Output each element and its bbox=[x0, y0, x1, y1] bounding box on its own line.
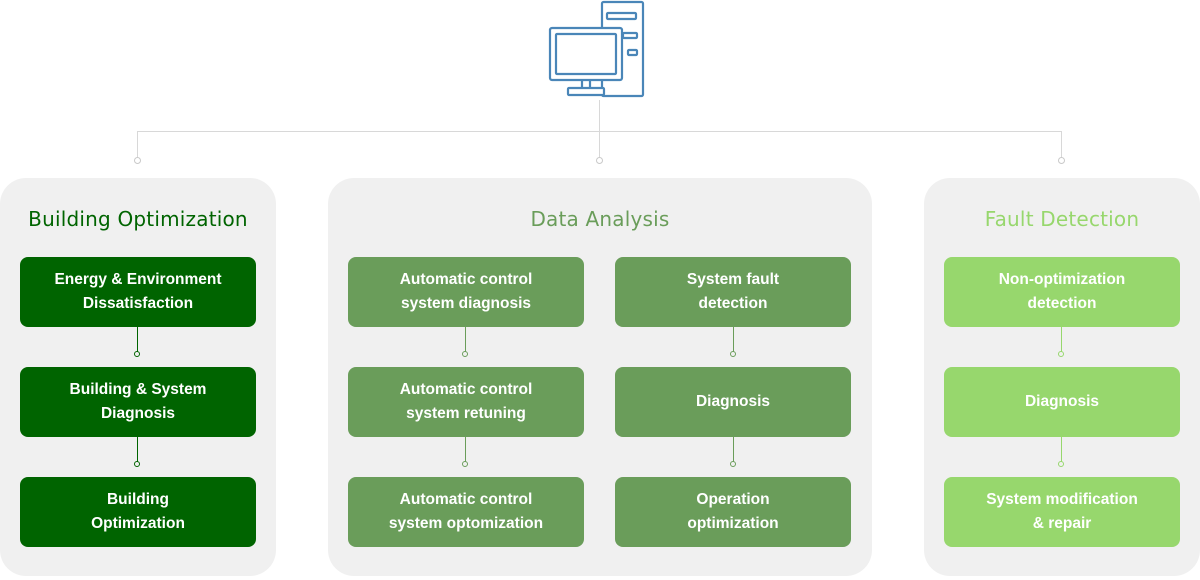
hub-stem bbox=[599, 100, 600, 132]
connector bbox=[733, 327, 734, 353]
step-diagnosis: Diagnosis bbox=[944, 367, 1180, 437]
connector bbox=[465, 327, 466, 353]
fault-detection-title: Fault Detection bbox=[984, 207, 1140, 231]
step-acs-diagnosis: Automatic control system diagnosis bbox=[348, 257, 584, 327]
computer-icon bbox=[548, 0, 645, 98]
step-non-optimization-detection: Non-optimization detection bbox=[944, 257, 1180, 327]
hub-mid-drop bbox=[599, 131, 600, 157]
step-system-fault-detection: System fault detection bbox=[615, 257, 851, 327]
step-operation-optimization: Operation optimization bbox=[615, 477, 851, 547]
data-analysis-title: Data Analysis bbox=[530, 207, 670, 231]
step-building-system-diagnosis: Building & System Diagnosis bbox=[20, 367, 256, 437]
step-energy-environment: Energy & Environment Dissatisfaction bbox=[20, 257, 256, 327]
step-acs-optimization: Automatic control system optomization bbox=[348, 477, 584, 547]
hub-left-drop bbox=[137, 131, 138, 157]
hub-right-drop bbox=[1061, 131, 1062, 157]
connector bbox=[1061, 437, 1062, 463]
connector-dot bbox=[1058, 461, 1064, 467]
connector-dot bbox=[462, 351, 468, 357]
connector-dot bbox=[134, 461, 140, 467]
connector-dot bbox=[462, 461, 468, 467]
step-system-modification-repair: System modification & repair bbox=[944, 477, 1180, 547]
connector bbox=[733, 437, 734, 463]
building-optimization-title: Building Optimization bbox=[28, 207, 248, 231]
connector-dot bbox=[730, 351, 736, 357]
connector bbox=[465, 437, 466, 463]
hub-dot-right bbox=[1058, 157, 1065, 164]
connector bbox=[137, 437, 138, 463]
hub-dot-mid bbox=[596, 157, 603, 164]
step-acs-retuning: Automatic control system retuning bbox=[348, 367, 584, 437]
hub-dot-left bbox=[134, 157, 141, 164]
connector-dot bbox=[730, 461, 736, 467]
connector-dot bbox=[1058, 351, 1064, 357]
step-diagnosis: Diagnosis bbox=[615, 367, 851, 437]
step-building-optimization: Building Optimization bbox=[20, 477, 256, 547]
connector-dot bbox=[134, 351, 140, 357]
connector bbox=[137, 327, 138, 353]
connector bbox=[1061, 327, 1062, 353]
